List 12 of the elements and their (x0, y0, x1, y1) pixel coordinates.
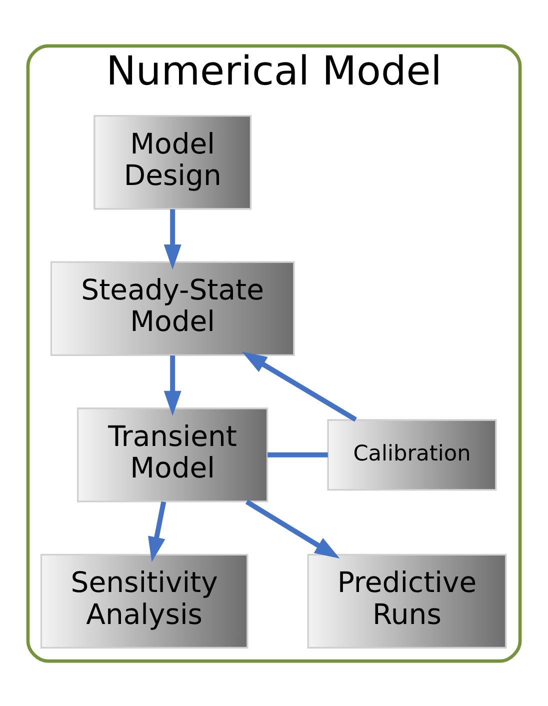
node-box: Model Design (94, 114, 252, 210)
arrow (242, 351, 357, 422)
node-box: Calibration (327, 418, 497, 490)
node-box: Sensitivity Analysis (40, 553, 248, 648)
arrow (164, 355, 182, 416)
arrow (148, 500, 166, 562)
node-box: Steady-State Model (50, 260, 295, 356)
connector (268, 452, 328, 457)
arrow (164, 208, 182, 270)
node-box: Transient Model (77, 407, 268, 502)
arrow (245, 499, 340, 558)
node-box: Predictive Runs (307, 553, 507, 648)
